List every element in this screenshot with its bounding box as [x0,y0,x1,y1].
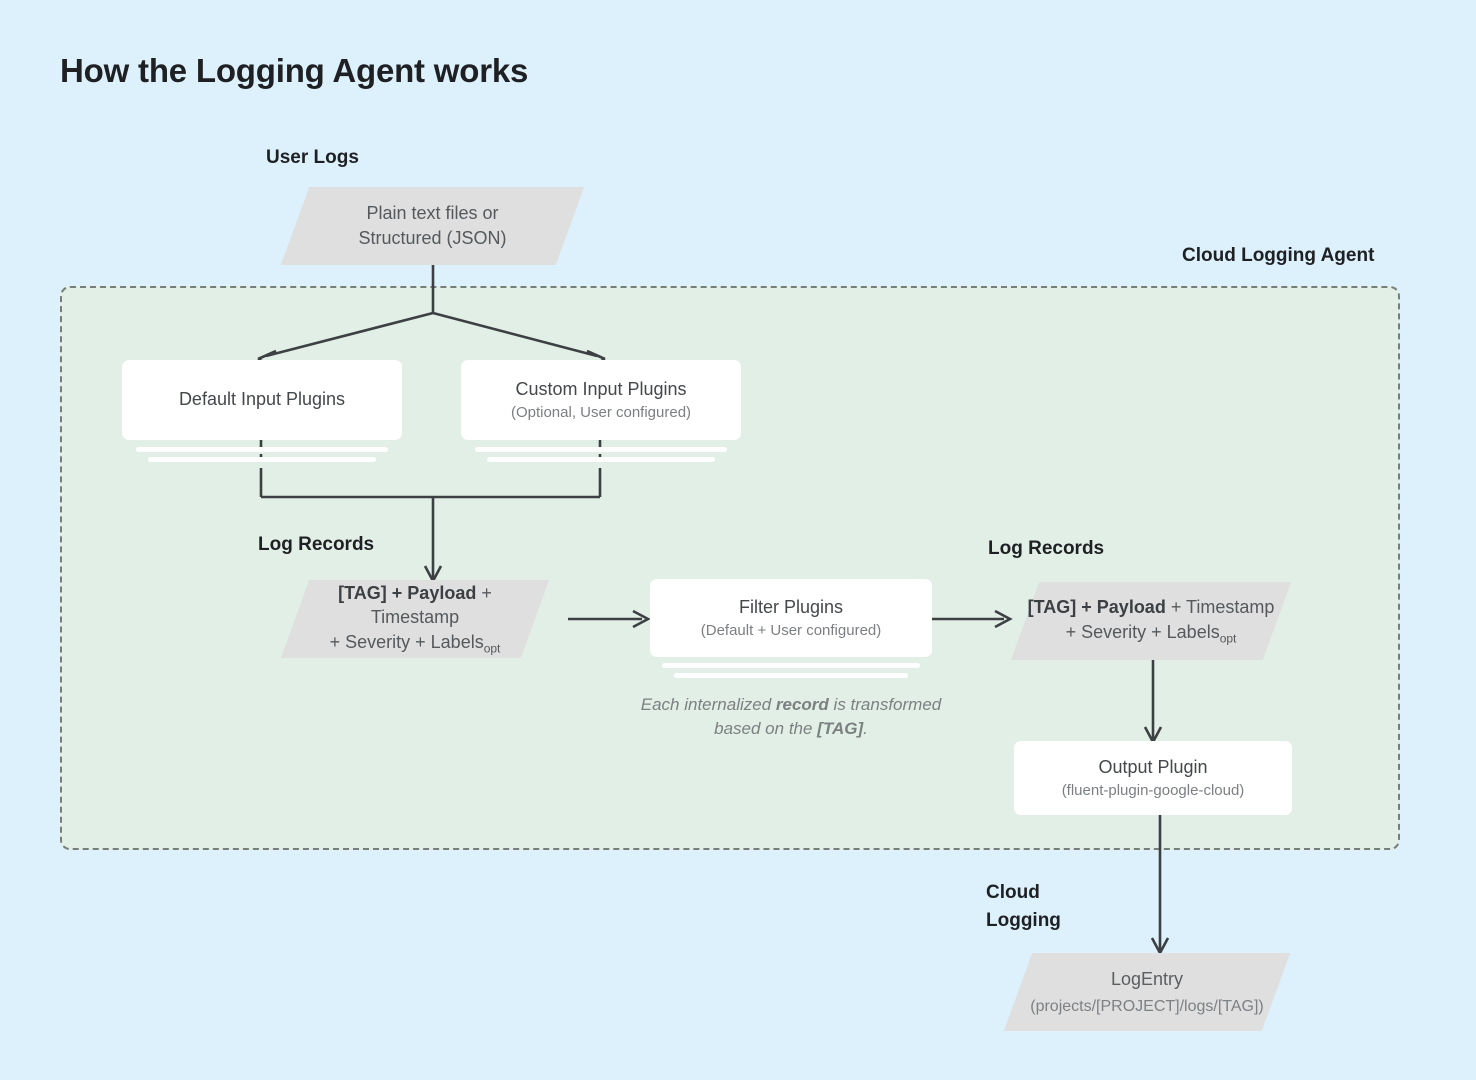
stack-line-filter-1 [662,663,920,668]
stack-line-default-input-2 [148,457,376,462]
caption-part-1: Each internalized [640,695,776,714]
node-default-input-plugins-title: Default Input Plugins [178,389,346,410]
label-user-logs: User Logs [266,147,359,168]
node-log-record-left: [TAG] + Payload + Timestamp + Severity +… [280,580,550,658]
node-output-plugin[interactable]: Output Plugin (fluent-plugin-google-clou… [1014,741,1292,815]
node-log-record-right-text: [TAG] + Payload + Timestamp + Severity +… [1025,582,1277,660]
arrowhead-logentry [1150,937,1170,956]
node-user-logs-source: Plain text files or Structured (JSON) [280,187,585,265]
node-log-record-right: [TAG] + Payload + Timestamp + Severity +… [1010,582,1292,660]
caption-bold-record: record [775,695,829,714]
node-custom-input-plugins-subtitle: (Optional, User configured) [510,403,692,421]
label-log-records-left: Log Records [258,534,375,555]
stack-line-custom-input-2 [487,457,715,462]
page-title: How the Logging Agent works [60,52,529,89]
node-filter-plugins[interactable]: Filter Plugins (Default + User configure… [650,579,932,657]
label-cloud-logging-agent: Cloud Logging Agent [1182,245,1375,266]
log-record-left-line1: [TAG] + Payload + Timestamp [338,582,492,628]
node-user-logs-source-text: Plain text files or Structured (JSON) [358,203,507,248]
node-log-record-left-text: [TAG] + Payload + Timestamp + Severity +… [295,580,535,658]
node-log-entry-subtitle: (projects/[PROJECT]/logs/[TAG]) [1030,997,1264,1015]
node-custom-input-plugins[interactable]: Custom Input Plugins (Optional, User con… [461,360,741,440]
caption-part-2: is transformed based on the [714,695,942,739]
node-custom-input-plugins-title: Custom Input Plugins [515,378,687,399]
node-log-entry-text: LogEntry (projects/[PROJECT]/logs/[TAG]) [1018,953,1276,1031]
stack-line-custom-input-1 [475,447,727,452]
stack-line-filter-2 [674,673,908,678]
log-record-right-line2: + Severity + Labelsopt [1065,621,1237,646]
node-output-plugin-subtitle: (fluent-plugin-google-cloud) [1061,781,1245,799]
node-log-entry-title: LogEntry [1110,968,1184,989]
node-log-entry: LogEntry (projects/[PROJECT]/logs/[TAG]) [1003,953,1291,1031]
label-log-records-right: Log Records [988,538,1105,559]
log-record-left-line2: + Severity + Labelsopt [329,632,501,656]
stack-line-default-input-1 [136,447,388,452]
caption-bold-tag: [TAG] [817,719,864,739]
node-output-plugin-title: Output Plugin [1098,756,1208,777]
node-filter-plugins-title: Filter Plugins [738,596,844,617]
node-default-input-plugins[interactable]: Default Input Plugins [122,360,402,440]
caption-part-3: . [863,719,868,739]
label-cloud-logging: Cloud Logging [986,882,1061,931]
log-record-right-line1: [TAG] + Payload + Timestamp [1027,597,1275,618]
caption-record-transform: Each internalized record is transformed … [630,693,952,741]
node-filter-plugins-subtitle: (Default + User configured) [700,621,882,639]
